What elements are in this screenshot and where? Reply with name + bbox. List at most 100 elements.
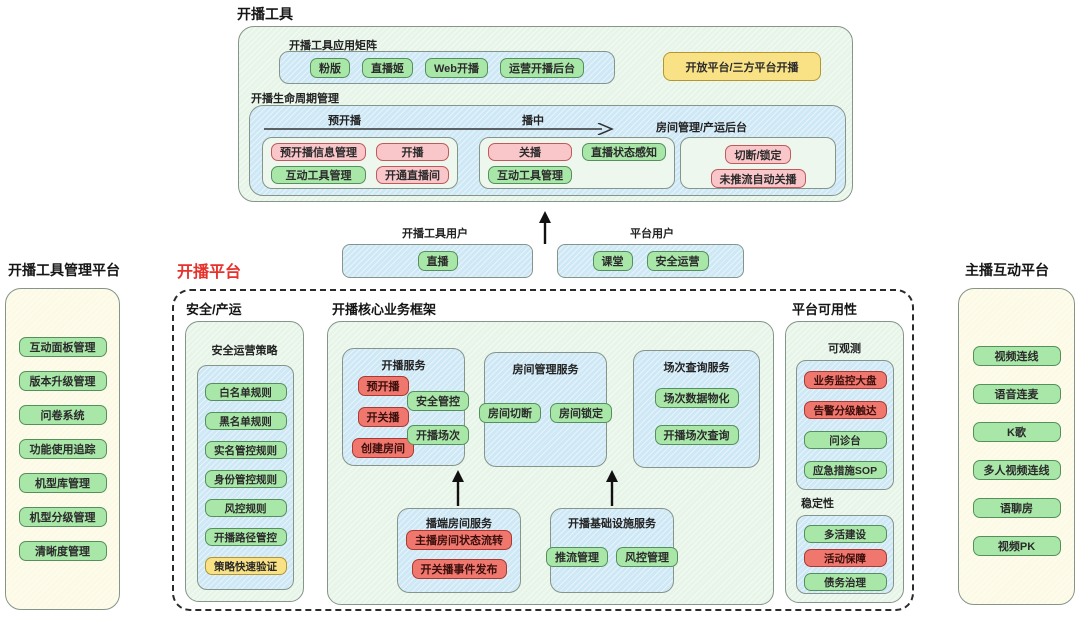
pill: 直播姬 — [361, 57, 413, 78]
pill: 活动保障 — [803, 549, 887, 567]
availability-section-label: 平台可用性 — [792, 302, 858, 317]
anchor-platform-title: 主播互动平台 — [965, 262, 1049, 278]
pill: 多活建设 — [803, 525, 887, 543]
client-room-service-label: 播端房间服务 — [426, 518, 492, 530]
pill: 视频连线 — [972, 346, 1061, 366]
client-room-up-arrow — [452, 470, 464, 506]
pill: 开关播事件发布 — [411, 559, 507, 579]
pill: K歌 — [972, 422, 1061, 442]
security-section-label: 安全/产运 — [186, 302, 242, 317]
broadcast-tools-title: 开播工具 — [237, 6, 293, 22]
tool-users-box: 直播 — [342, 244, 533, 278]
pill: 房间锁定 — [550, 403, 612, 423]
security-container: 安全运营策略 白名单规则黑名单规则实名管控规则身份管控规则风控规则开播路径管控策… — [185, 321, 304, 602]
lifecycle-live-group: 关播直播状态感知互动工具管理 — [479, 137, 675, 189]
pill: 开关播 — [357, 407, 409, 427]
broadcast-service-label: 开播服务 — [381, 360, 426, 372]
pill: 策略快速验证 — [204, 557, 287, 575]
users-up-arrow — [539, 211, 551, 244]
pill: 债务治理 — [803, 573, 887, 591]
pill: 清晰度管理 — [18, 541, 107, 561]
infra-service-box: 开播基础设施服务 推流管理风控管理 — [546, 508, 678, 593]
session-query-service-box: 场次查询服务 场次数据物化开播场次查询 — [633, 350, 760, 468]
room-mgmt-service-items: 房间切断房间锁定 — [479, 403, 612, 423]
tool-mgmt-platform-panel: 互动面板管理版本升级管理问卷系统功能使用追踪机型库管理机型分级管理清晰度管理 — [5, 288, 120, 610]
pill: 开通直播间 — [376, 165, 449, 184]
pill: 多人视频连线 — [972, 460, 1061, 480]
room-mgmt-service-box: 房间管理服务 房间切断房间锁定 — [479, 352, 612, 467]
pill: 推流管理 — [546, 547, 608, 567]
core-section-label: 开播核心业务框架 — [332, 302, 437, 317]
tool-users-label: 开播工具用户 — [402, 228, 468, 240]
app-matrix-label: 开播工具应用矩阵 — [289, 40, 377, 52]
pill: 预开播信息管理 — [271, 142, 366, 161]
open-platform-pill: 开放平台/三方平台开播 — [663, 52, 821, 81]
lifecycle-container: 预开播 播中 房间管理/产运后台 预开播信息管理开播互动工具管理开通直播间 关播… — [249, 105, 846, 196]
pill: 开播场次 — [407, 425, 469, 445]
pill: 风控规则 — [204, 499, 287, 517]
pill: 开播场次查询 — [654, 425, 739, 445]
pill: Web开播 — [424, 57, 489, 78]
broadcast-service-box: 开播服务 预开播开关播创建房间 安全管控开播场次 — [342, 348, 469, 466]
pill: 预开播 — [357, 376, 409, 396]
pill: 版本升级管理 — [18, 371, 107, 391]
session-query-service-items: 场次数据物化开播场次查询 — [634, 388, 759, 445]
pill: 实名管控规则 — [204, 441, 287, 459]
pill: 场次数据物化 — [654, 388, 739, 408]
observability-label: 可观测 — [828, 343, 861, 355]
pill: 直播 — [417, 251, 458, 271]
client-room-service-box: 播端房间服务 主播房间状态流转开关播事件发布 — [397, 508, 521, 593]
pill: 互动面板管理 — [18, 337, 107, 357]
stability-box: 多活建设活动保障债务治理 — [796, 515, 894, 594]
phase-live-label: 播中 — [522, 115, 544, 127]
platform-users-box: 课堂安全运营 — [557, 244, 744, 278]
broadcast-platform-dashed-box — [172, 289, 914, 611]
pill: 风控管理 — [616, 547, 678, 567]
pill: 机型库管理 — [18, 473, 107, 493]
room-mgmt-service-label: 房间管理服务 — [512, 364, 579, 376]
pill: 语音连麦 — [972, 384, 1061, 404]
lifecycle-pre-group: 预开播信息管理开播互动工具管理开通直播间 — [262, 137, 458, 189]
pill: 开播 — [376, 142, 449, 161]
pill: 互动工具管理 — [488, 165, 572, 184]
phase-pre-label: 预开播 — [328, 115, 361, 127]
broadcast-service-left-items: 预开播开关播创建房间 — [352, 376, 414, 458]
pill: 切断/锁定 — [725, 145, 791, 164]
pill: 课堂 — [592, 251, 633, 271]
security-strategy-label: 安全运营策略 — [211, 345, 278, 357]
pill: 黑名单规则 — [204, 412, 287, 430]
availability-container: 可观测 业务监控大盘告警分级触达问诊台应急措施SOP 稳定性 多活建设活动保障债… — [785, 321, 904, 603]
pill: 问诊台 — [803, 431, 887, 449]
infra-service-items: 推流管理风控管理 — [546, 547, 678, 567]
anchor-platform-panel: 视频连线语音连麦 K歌多人视频连线语聊房视频PK — [958, 288, 1075, 605]
security-strategy-box: 白名单规则黑名单规则实名管控规则身份管控规则风控规则开播路径管控策略快速验证 — [197, 365, 294, 590]
phase-backend-label: 房间管理/产运后台 — [656, 122, 748, 134]
session-query-service-label: 场次查询服务 — [663, 362, 730, 374]
observability-box: 业务监控大盘告警分级触达问诊台应急措施SOP — [796, 360, 894, 490]
pill: 互动工具管理 — [271, 165, 366, 184]
pill: 房间切断 — [479, 403, 541, 423]
pill: 语聊房 — [972, 498, 1061, 518]
platform-users-label: 平台用户 — [630, 228, 674, 240]
infra-service-label: 开播基础设施服务 — [568, 518, 656, 530]
pill: 粉版 — [309, 57, 350, 78]
lifecycle-backend-group: 切断/锁定未推流自动关播 — [680, 137, 836, 189]
pill: 直播状态感知 — [582, 142, 666, 161]
pill: 身份管控规则 — [204, 470, 287, 488]
pill: 问卷系统 — [18, 405, 107, 425]
pill: 功能使用追踪 — [18, 439, 107, 459]
client-room-service-items: 主播房间状态流转开关播事件发布 — [398, 530, 520, 579]
pill: 创建房间 — [352, 438, 414, 458]
pill: 应急措施SOP — [803, 461, 887, 479]
pill: 机型分级管理 — [18, 507, 107, 527]
infra-up-arrow — [606, 470, 618, 506]
pill: 视频PK — [972, 536, 1061, 556]
pill: 主播房间状态流转 — [406, 530, 512, 550]
pill: 业务监控大盘 — [803, 371, 887, 389]
tool-mgmt-platform-title: 开播工具管理平台 — [8, 262, 120, 278]
pill: 关播 — [488, 142, 572, 161]
stability-label: 稳定性 — [801, 498, 834, 510]
